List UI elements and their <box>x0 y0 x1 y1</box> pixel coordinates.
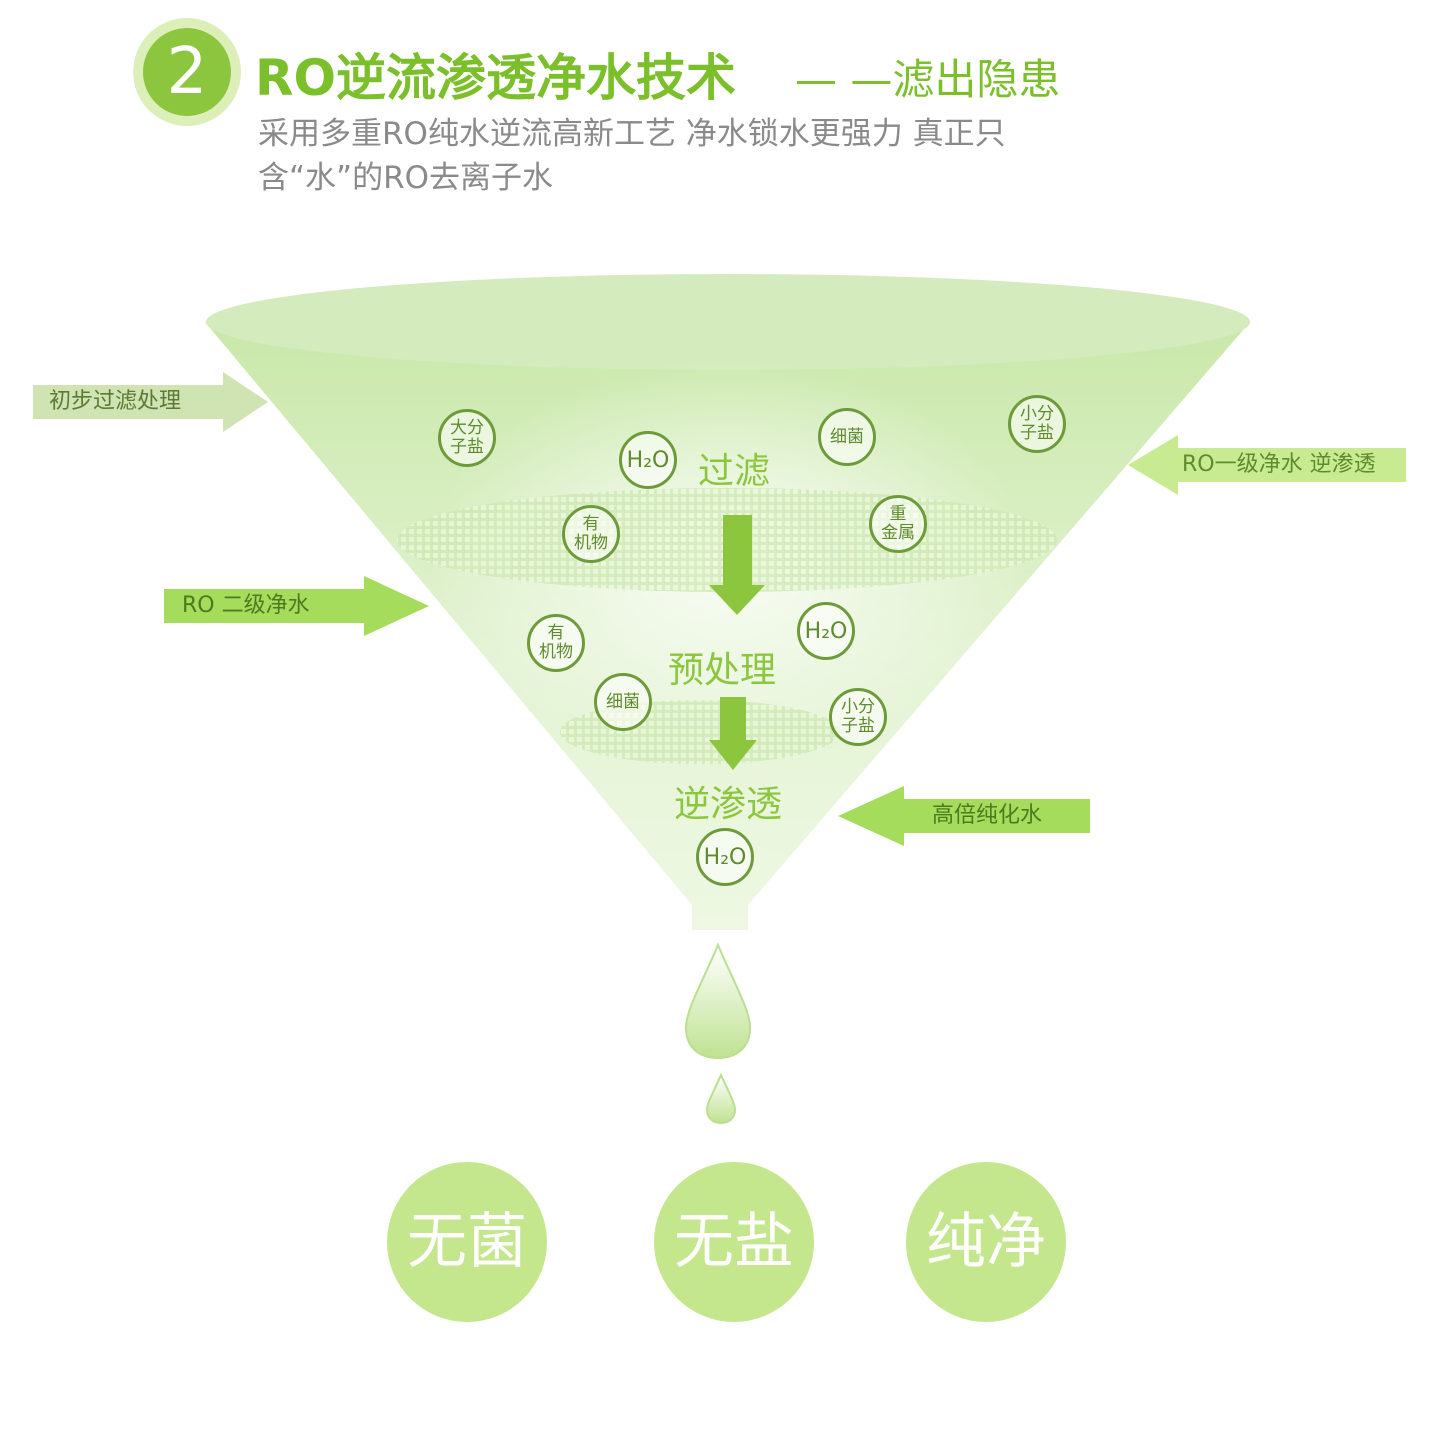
arrow-initial-filter: 初步过滤处理 <box>33 372 268 432</box>
particle-h2o: H₂O <box>619 431 677 489</box>
arrow-ro-first-label: RO一级净水 逆渗透 <box>1182 452 1376 477</box>
particle-organic: 有机物 <box>527 614 585 672</box>
arrow-high-purify: 高倍纯化水 <box>838 786 1090 846</box>
result-pure: 纯净 <box>906 1162 1066 1322</box>
stage-filter: 过滤 <box>698 451 771 492</box>
arrow-ro-second-label: RO 二级净水 <box>182 593 310 618</box>
particle-h2o: H₂O <box>696 828 754 886</box>
arrow-high-purify-label: 高倍纯化水 <box>932 803 1043 828</box>
result-salt-free: 无盐 <box>654 1162 814 1322</box>
page-subtitle: — —滤出隐患 <box>795 55 1061 104</box>
particle-h2o: H₂O <box>797 602 855 660</box>
particle-heavy-metal: 重金属 <box>869 495 927 553</box>
arrow-ro-first: RO一级净水 逆渗透 <box>1128 435 1406 495</box>
stage-reverse-osmosis: 逆渗透 <box>674 784 783 825</box>
particle-large-salt: 大分子盐 <box>438 409 496 467</box>
particle-organic: 有机物 <box>562 505 620 563</box>
particle-small-salt: 小分子盐 <box>829 688 887 746</box>
arrow-ro-second: RO 二级净水 <box>164 576 429 636</box>
particle-small-salt: 小分子盐 <box>1008 395 1066 453</box>
page-description: 采用多重RO纯水逆流高新工艺 净水锁水更强力 真正只含“水”的RO去离子水 <box>258 116 1006 196</box>
particle-bacteria: 细菌 <box>594 673 652 731</box>
page-title: RO逆流渗透净水技术 <box>255 49 737 107</box>
result-sterile: 无菌 <box>387 1162 547 1322</box>
particle-bacteria: 细菌 <box>818 408 876 466</box>
arrow-initial-filter-label: 初步过滤处理 <box>49 389 182 414</box>
stage-pretreat: 预处理 <box>668 650 777 691</box>
step-number-badge: 2 <box>143 28 231 116</box>
